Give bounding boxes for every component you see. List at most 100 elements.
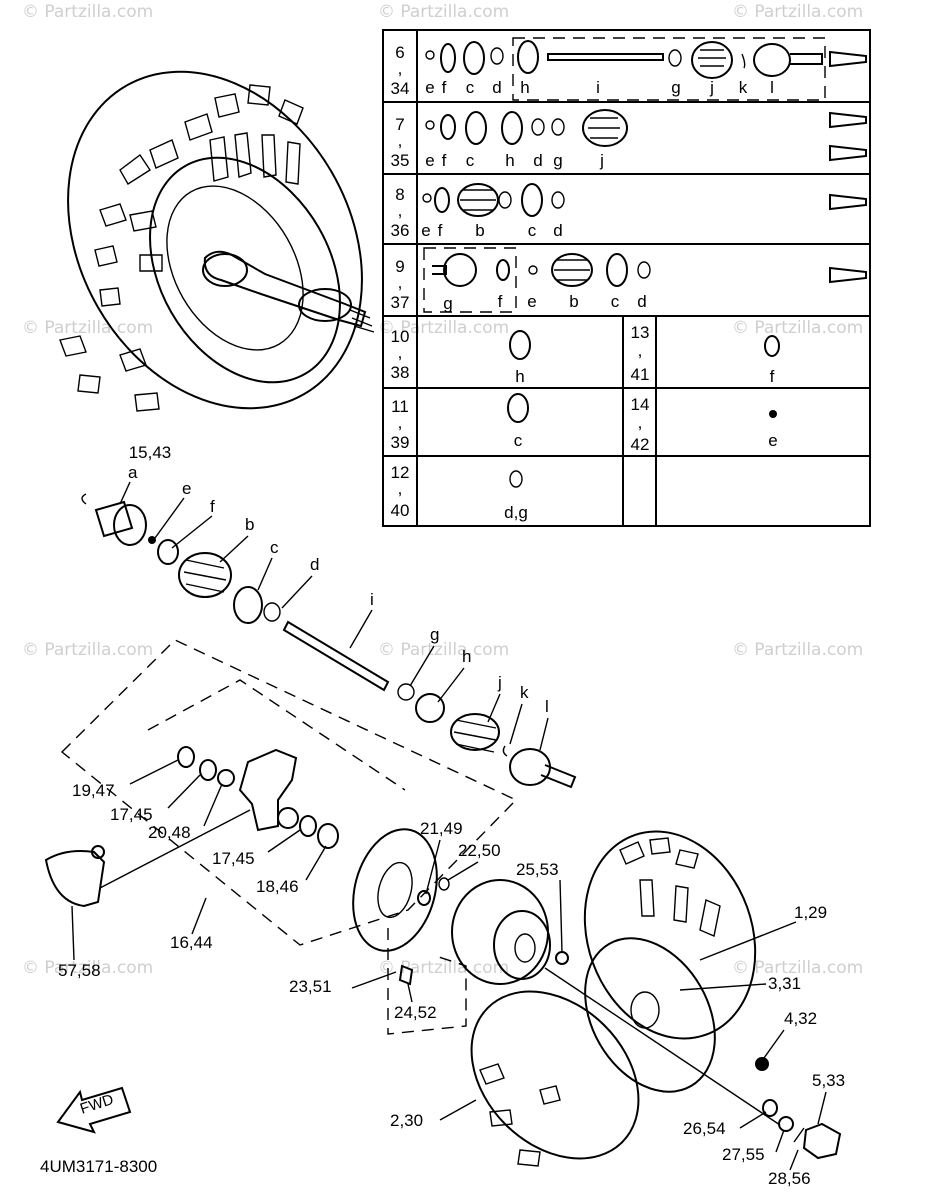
watermark: © Partzilla.com <box>378 318 509 338</box>
part-letter: l <box>770 78 774 97</box>
row-number: 8 <box>395 185 404 204</box>
fwd-arrow: FWD <box>56 1086 132 1134</box>
brake-disc <box>352 828 438 952</box>
part-letter: k <box>739 78 748 97</box>
callout-label: 24,52 <box>394 1003 437 1022</box>
tire-outline-upper <box>583 830 757 1040</box>
part-letter: f <box>770 367 775 386</box>
row-number: 11 <box>391 397 409 416</box>
part-letter: f <box>438 221 443 240</box>
watermark: © Partzilla.com <box>732 2 863 22</box>
bottom-wheel-assembly: 1,29 3,31 4,32 5,33 2,30 26,54 27,55 28,… <box>390 830 845 1188</box>
row-number: 12 <box>391 463 410 482</box>
row-number: 37 <box>391 293 410 312</box>
part-letter: g <box>671 78 680 97</box>
part-letter: e <box>527 292 536 311</box>
tread-blocks <box>59 84 304 412</box>
part-letter: j <box>709 78 714 97</box>
row-number: 14 <box>631 395 650 414</box>
part-letter: h <box>520 78 529 97</box>
callout-label: 3,31 <box>768 974 801 993</box>
part-letter: f <box>498 292 503 311</box>
row-number: 39 <box>391 433 410 452</box>
top-axle-spline <box>349 309 375 333</box>
watermark: © Partzilla.com <box>22 2 153 22</box>
part-letter: e <box>768 431 777 450</box>
part-letter: d <box>492 78 501 97</box>
callout-label: 16,44 <box>170 933 213 952</box>
axle-letter: d <box>310 555 319 574</box>
part-letter: g <box>553 151 562 170</box>
callout-label: 2,30 <box>390 1111 423 1130</box>
watermark: © Partzilla.com <box>732 318 863 338</box>
callout-label: 4,32 <box>784 1009 817 1028</box>
part-letter: c <box>466 151 475 170</box>
watermark: © Partzilla.com <box>22 318 153 338</box>
callout-label: 20,48 <box>148 823 191 842</box>
fwd-label: FWD <box>78 1091 116 1118</box>
callout-label: 21,49 <box>420 819 463 838</box>
axle-letter: h <box>462 647 471 666</box>
watermarks: © Partzilla.com © Partzilla.com © Partzi… <box>22 2 863 978</box>
callout-label: 15,43 <box>129 443 172 462</box>
knuckle-group-outline <box>60 639 518 946</box>
row-number: 36 <box>391 221 410 240</box>
exploded-axle: 15,43 a e f b c d i g h j k <box>81 443 577 789</box>
callout-label: 17,45 <box>110 805 153 824</box>
row-sep: , <box>398 201 403 220</box>
row-number: 42 <box>631 435 650 454</box>
row-sep: , <box>398 273 403 292</box>
top-tire-assembly <box>59 70 375 412</box>
axle-letter: k <box>520 683 529 702</box>
callout-label: 22,50 <box>458 841 501 860</box>
row-number: 10 <box>391 327 410 346</box>
part-letter: b <box>569 292 578 311</box>
brake-hub-assembly: 21,49 22,50 25,53 23,51 24,52 <box>289 819 569 1035</box>
part-letter: d <box>553 221 562 240</box>
callout-label: 27,55 <box>722 1145 765 1164</box>
part-letter: i <box>596 78 600 97</box>
watermark: © Partzilla.com <box>22 958 153 978</box>
kit-table-border <box>382 29 871 527</box>
row-sep: , <box>398 413 403 432</box>
fwd-arrow-shape <box>56 1086 132 1134</box>
watermark: © Partzilla.com <box>378 2 509 22</box>
hub-ring <box>166 185 304 351</box>
part-letter: d <box>637 292 646 311</box>
top-axle-shaft <box>203 250 367 328</box>
axle-letter: b <box>245 515 254 534</box>
axle-letter: c <box>270 538 279 557</box>
row-9-parts: g f e b c d <box>423 247 867 313</box>
axle-letter: f <box>210 497 215 516</box>
row-sep: , <box>398 59 403 78</box>
watermark: © Partzilla.com <box>732 640 863 660</box>
callout-label: 17,45 <box>212 849 255 868</box>
row-6-parts: e f c d h i g j k l <box>425 37 867 101</box>
tire-outline <box>67 70 363 410</box>
axle-letter: i <box>370 590 374 609</box>
small-rows-parts: h f c e d,g <box>504 330 780 522</box>
knuckle-subgroup-outline <box>147 679 406 791</box>
watermark: © Partzilla.com <box>378 958 509 978</box>
part-letter: g <box>443 294 452 313</box>
callout-label: 25,53 <box>516 860 559 879</box>
knuckle-assembly: 19,47 17,45 20,48 17,45 18,46 16,44 57,5… <box>44 639 518 980</box>
row-number: 34 <box>391 79 410 98</box>
watermark: © Partzilla.com <box>732 958 863 978</box>
callout-label: 23,51 <box>289 977 332 996</box>
callout-label: 5,33 <box>812 1071 845 1090</box>
top-axle-joint <box>298 288 352 322</box>
top-axle-boot <box>202 253 248 287</box>
part-letter: c <box>611 292 620 311</box>
tread-blocks <box>479 837 721 1167</box>
row-sep: , <box>398 131 403 150</box>
wheel-rim <box>584 937 716 1093</box>
tire-outline-lower <box>470 990 640 1160</box>
callout-label: 28,56 <box>768 1169 811 1188</box>
part-letter: e <box>421 221 430 240</box>
axle-letter: g <box>430 625 439 644</box>
callout-label: 19,47 <box>72 781 115 800</box>
part-letter: h <box>515 367 524 386</box>
wheel-rim <box>149 156 341 384</box>
